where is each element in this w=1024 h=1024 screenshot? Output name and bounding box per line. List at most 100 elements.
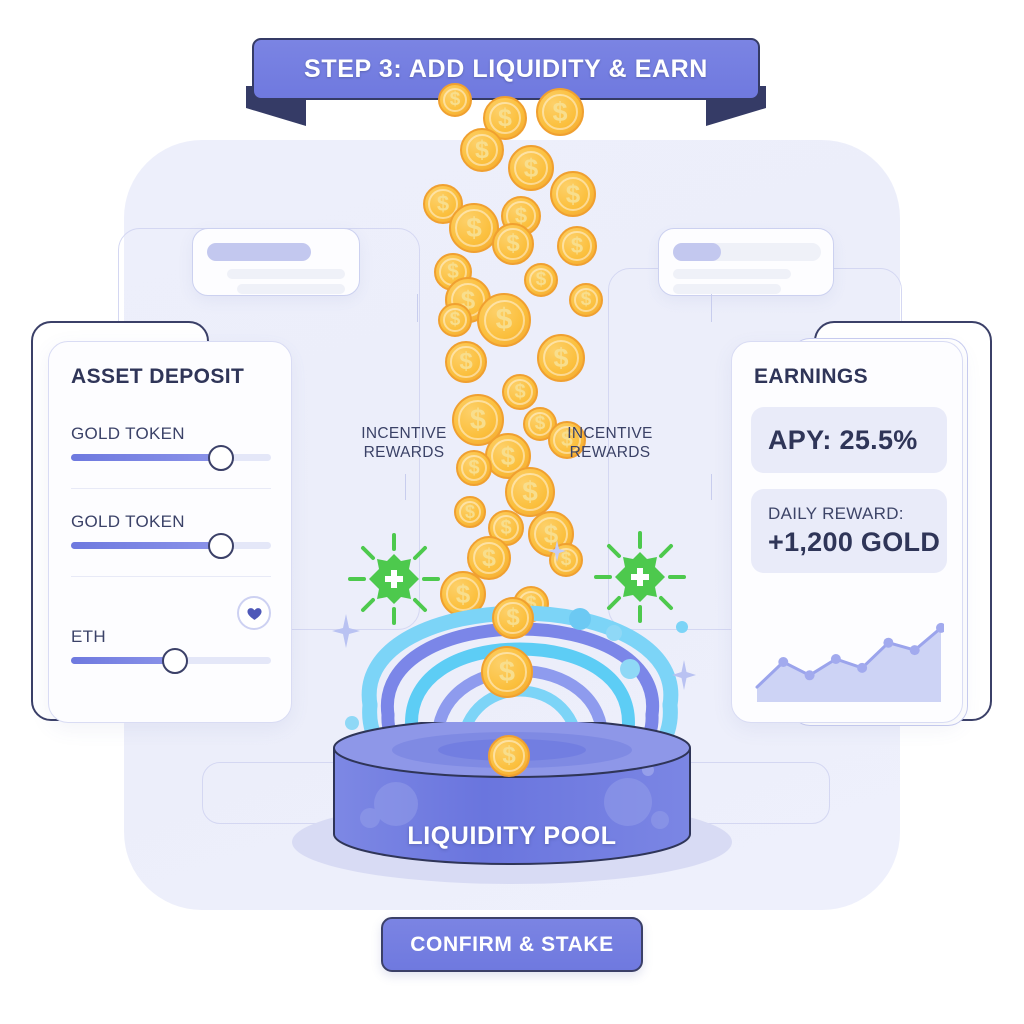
slider-knob-0[interactable] xyxy=(208,445,234,471)
coin-inner-ring xyxy=(483,299,525,341)
coin-inner-ring xyxy=(528,267,554,293)
dollar-coin-icon: $ xyxy=(454,496,486,528)
slider-fill-1 xyxy=(71,542,221,549)
coin-dollar-symbol: $ xyxy=(514,380,526,403)
slider-label-0: GOLD TOKEN xyxy=(71,424,185,443)
slider-fill-2 xyxy=(71,657,175,664)
coin-inner-ring xyxy=(506,378,534,406)
incentive-right-line-1: INCENTIVE xyxy=(567,425,653,442)
coin-dollar-symbol: $ xyxy=(449,309,461,330)
coin-dollar-symbol: $ xyxy=(466,212,482,243)
apy-value: APY: 25.5% xyxy=(768,424,918,455)
right-placeholder-card xyxy=(658,228,834,296)
asset-deposit-card: ASSET DEPOSIT GOLD TOKEN GOLD TOKEN ETH xyxy=(48,341,292,723)
confirm-stake-button[interactable]: CONFIRM & STAKE xyxy=(381,917,643,972)
incentive-label-right: INCENTIVE REWARDS xyxy=(550,424,670,462)
coin-dollar-symbol: $ xyxy=(498,103,512,132)
dollar-coin-icon: $ xyxy=(548,421,586,459)
slider-track-1[interactable] xyxy=(71,542,271,549)
coin-dollar-symbol: $ xyxy=(553,342,569,373)
coin-inner-ring xyxy=(553,547,579,573)
dollar-coin-icon: $ xyxy=(549,543,583,577)
earnings-card: EARNINGS APY: 25.5% DAILY REWARD: +1,200… xyxy=(731,341,963,723)
coin-dollar-symbol: $ xyxy=(534,413,546,434)
coin-inner-ring xyxy=(562,231,592,261)
sparkle-icon-right xyxy=(672,660,696,690)
deposit-card-title: ASSET DEPOSIT xyxy=(71,365,245,388)
coin-dollar-symbol: $ xyxy=(447,260,459,283)
coin-inner-ring xyxy=(497,602,529,634)
incentive-left-line-1: INCENTIVE xyxy=(361,425,447,442)
dollar-coin-icon: $ xyxy=(569,283,603,317)
dollar-coin-icon: $ xyxy=(481,646,533,698)
chart-point xyxy=(830,654,841,664)
deposit-divider-0 xyxy=(71,488,271,490)
dollar-coin-icon: $ xyxy=(524,263,558,297)
coin-inner-ring xyxy=(555,176,591,212)
dollar-coin-icon: $ xyxy=(456,450,492,486)
coin-inner-ring xyxy=(487,652,527,692)
dollar-coin-icon: $ xyxy=(502,374,538,410)
placeholder-title-bar xyxy=(673,243,721,261)
deposit-divider-1 xyxy=(71,576,271,578)
coin-inner-ring xyxy=(492,514,520,542)
banner-body: STEP 3: ADD LIQUIDITY & EARN xyxy=(252,38,760,100)
coin-dollar-symbol: $ xyxy=(500,516,512,539)
coin-dollar-symbol: $ xyxy=(580,289,592,310)
chart-point xyxy=(804,670,815,681)
chart-point xyxy=(909,645,920,656)
sparkle-icon-center xyxy=(548,540,566,562)
incentive-tick-bottom-right xyxy=(711,474,713,500)
coin-inner-ring xyxy=(465,133,499,167)
incentive-tick-top-left xyxy=(417,294,419,322)
coin-inner-ring xyxy=(541,93,579,131)
dollar-coin-icon: $ xyxy=(537,334,585,382)
coin-dollar-symbol: $ xyxy=(506,604,520,631)
dollar-coin-icon: $ xyxy=(550,171,596,217)
coin-dollar-symbol: $ xyxy=(523,152,539,183)
confirm-stake-label: CONFIRM & STAKE xyxy=(410,932,614,956)
slider-label-1: GOLD TOKEN xyxy=(71,512,185,531)
incentive-left-line-2: REWARDS xyxy=(363,444,445,461)
slider-knob-1[interactable] xyxy=(208,533,234,559)
dollar-coin-icon: $ xyxy=(536,88,584,136)
coin-dollar-symbol: $ xyxy=(475,135,489,164)
incentive-right-line-2: REWARDS xyxy=(569,444,651,461)
placeholder-line-2 xyxy=(673,284,781,294)
coin-inner-ring xyxy=(442,307,468,333)
dollar-coin-icon: $ xyxy=(488,735,530,777)
favorite-button[interactable] xyxy=(237,596,271,630)
coin-dollar-symbol: $ xyxy=(468,456,480,479)
green-plus-burst-icon-right xyxy=(594,531,686,623)
slider-knob-2[interactable] xyxy=(162,648,188,674)
dollar-coin-icon: $ xyxy=(557,226,597,266)
coin-dollar-symbol: $ xyxy=(506,230,520,257)
coin-inner-ring xyxy=(493,740,525,772)
coin-dollar-symbol: $ xyxy=(570,233,584,258)
slider-track-0[interactable] xyxy=(71,454,271,461)
coin-inner-ring xyxy=(497,228,529,260)
coin-dollar-symbol: $ xyxy=(482,543,496,572)
coin-inner-ring xyxy=(472,541,506,575)
incentive-tick-bottom-left xyxy=(405,474,407,500)
placeholder-title-bar xyxy=(207,243,311,261)
coin-inner-ring xyxy=(490,438,526,474)
coin-dollar-symbol: $ xyxy=(560,549,572,570)
dollar-coin-icon: $ xyxy=(492,223,534,265)
chart-point xyxy=(857,662,868,673)
coin-inner-ring xyxy=(513,150,549,186)
coin-inner-ring xyxy=(573,287,599,313)
chart-point xyxy=(936,622,944,633)
earnings-card-title: EARNINGS xyxy=(754,365,869,388)
placeholder-line-1 xyxy=(227,269,345,279)
coin-inner-ring xyxy=(445,576,481,612)
dollar-coin-icon: $ xyxy=(467,536,511,580)
dollar-coin-icon: $ xyxy=(449,203,499,253)
earnings-sparkline-chart xyxy=(755,622,944,702)
slider-fill-0 xyxy=(71,454,221,461)
coin-dollar-symbol: $ xyxy=(459,348,473,375)
dollar-coin-icon: $ xyxy=(445,341,487,383)
daily-reward-label: DAILY REWARD: xyxy=(768,504,904,523)
apy-stat-box: APY: 25.5% xyxy=(751,407,947,473)
